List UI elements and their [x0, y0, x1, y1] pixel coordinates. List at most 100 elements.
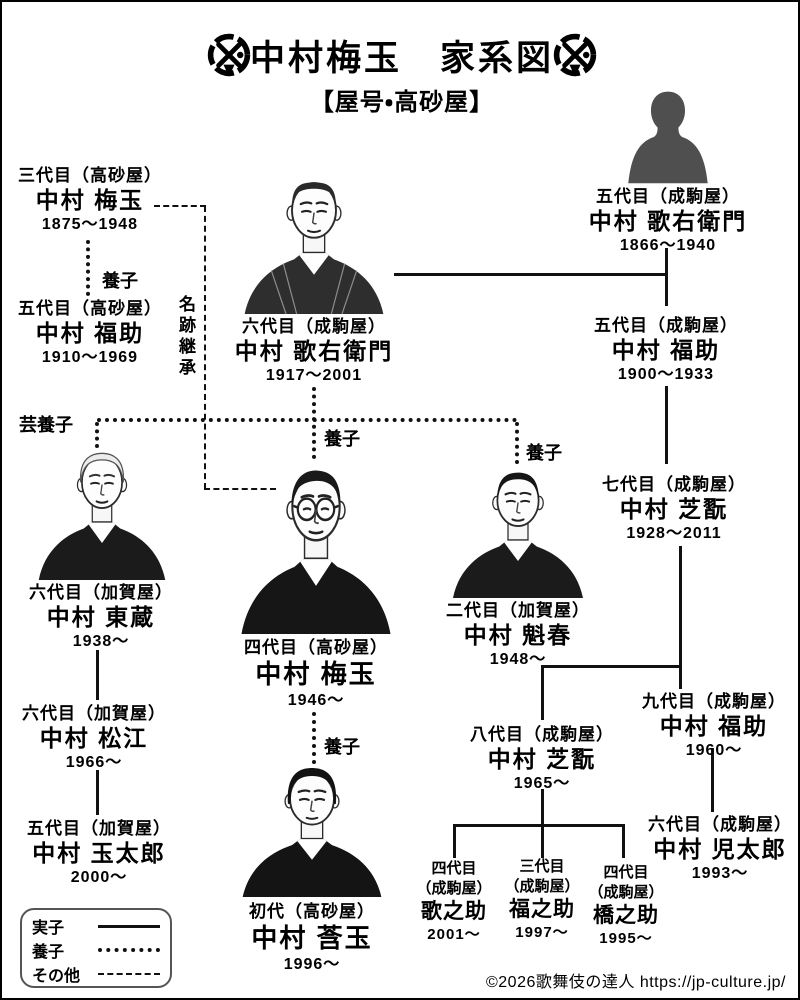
person-tozo6: 六代目（加賀屋） 中村 東蔵 1938〜	[29, 582, 173, 653]
person-name: 中村 東蔵	[46, 604, 156, 631]
person-years: 1997〜	[515, 924, 569, 942]
legend-label: その他	[32, 968, 81, 985]
person-kanosuke4: 四代目 （成駒屋） 歌之助 2001〜	[416, 860, 491, 945]
edge-solid-fukusuke9-to-kotaro6	[711, 748, 714, 812]
person-fukusuke5-takasago: 五代目（高砂屋） 中村 福助 1910〜1969	[18, 298, 162, 369]
person-generation: 三代目	[519, 859, 565, 875]
person-years: 1965〜	[513, 775, 571, 792]
portrait-baigyoku4	[241, 470, 391, 634]
edge-solid-drop-fukunosuke	[541, 826, 544, 858]
person-kotaro6: 六代目（成駒屋） 中村 児太郎 1993〜	[648, 814, 792, 885]
person-name: 福之助	[508, 898, 575, 921]
edge-adopt-to-baigyoku4	[312, 387, 316, 459]
person-generation: 六代目（成駒屋）	[241, 317, 386, 336]
person-years: 1995〜	[599, 930, 653, 948]
person-generation: 八代目（成駒屋）	[470, 725, 614, 744]
edge-solid-shikan7-children-bar	[541, 665, 682, 668]
person-generation: 五代目（高砂屋）	[18, 299, 162, 318]
portrait-kangyoku1	[242, 767, 382, 897]
person-kaishun2: 二代目（加賀屋） 中村 魁春 1948〜	[446, 600, 590, 671]
person-generation: 三代目（高砂屋）	[18, 166, 162, 185]
edge-solid-drop-fukusuke9	[679, 667, 682, 689]
person-years: 1993〜	[691, 865, 749, 882]
takasagoya-crest-icon	[553, 33, 597, 77]
person-utaemon5: 五代目（成駒屋） 中村 歌右衛門 1866〜1940	[589, 186, 747, 257]
person-years: 1948〜	[489, 651, 547, 668]
person-years: 2000〜	[70, 869, 128, 886]
edge-adopt-baigyoku4-to-kangyoku1	[312, 712, 316, 764]
person-name: 中村 歌右衛門	[588, 208, 748, 235]
person-generation: 初代（高砂屋）	[249, 902, 375, 921]
copyright-text: ©2026歌舞伎の達人 https://jp-culture.jp/	[485, 974, 786, 991]
person-generation: 四代目（高砂屋）	[244, 638, 388, 657]
edge-solid-drop-hashinosuke	[622, 826, 625, 858]
edge-succession-vertical	[204, 206, 206, 489]
person-house: （成駒屋）	[416, 880, 492, 897]
legend-row-adopted: 養子	[32, 938, 160, 962]
portrait-utaemon6	[244, 182, 384, 314]
legend-label: 養子	[32, 944, 65, 961]
person-fukunosuke3: 三代目 （成駒屋） 福之助 1997〜	[504, 858, 579, 943]
silhouette-utaemon5	[628, 91, 708, 184]
edge-solid-shikan7-down	[679, 546, 682, 668]
person-name: 中村 梅玉	[35, 187, 145, 214]
label-yoshi: 養子	[324, 429, 360, 449]
person-years: 1910〜1969	[41, 349, 139, 366]
person-generation: 五代目（加賀屋）	[27, 819, 171, 838]
person-name: 中村 歌右衛門	[234, 338, 394, 365]
person-years: 1960〜	[685, 742, 743, 759]
label-yoshi: 養子	[102, 271, 138, 291]
edge-adopt-utaemon6-bar	[97, 418, 517, 422]
person-years: 1938〜	[72, 633, 130, 650]
edge-adopt-baigyoku3-to-fukusuke5	[86, 240, 90, 296]
edge-solid-tozo6-to-matsue6	[96, 650, 99, 700]
edge-succession-top	[154, 205, 206, 207]
person-hashinosuke4: 四代目 （成駒屋） 橋之助 1995〜	[588, 864, 663, 949]
edge-solid-matsue6-to-tamataro5	[96, 770, 99, 815]
person-generation: 四代目	[603, 865, 649, 881]
edge-solid-utaemon5-down	[665, 248, 668, 306]
person-matsue6: 六代目（加賀屋） 中村 松江 1966〜	[22, 703, 166, 774]
person-name: 中村 児太郎	[653, 836, 787, 863]
person-name: 中村 玉太郎	[32, 840, 166, 867]
person-tamataro5: 五代目（加賀屋） 中村 玉太郎 2000〜	[27, 818, 171, 889]
person-name: 中村 福助	[659, 713, 769, 740]
legend-line-dotted	[98, 948, 160, 952]
portrait-kaishun2	[453, 472, 583, 598]
edge-adopt-to-tozo6	[95, 422, 99, 448]
label-meiseki-keisho: 名跡継承	[176, 295, 195, 379]
person-generation: 九代目（成駒屋）	[642, 692, 786, 711]
person-name: 橋之助	[592, 904, 659, 927]
person-name: 中村 魁春	[463, 622, 573, 649]
person-name: 中村 松江	[39, 725, 149, 752]
person-years: 1900〜1933	[617, 366, 715, 383]
person-years: 1928〜2011	[626, 525, 722, 542]
takasagoya-crest-icon	[207, 33, 251, 77]
label-gei-yoshi: 芸養子	[19, 415, 73, 435]
person-baigyoku3: 三代目（高砂屋） 中村 梅玉 1875〜1948	[18, 165, 162, 236]
person-house: （成駒屋）	[588, 884, 664, 901]
label-yoshi: 養子	[526, 443, 562, 463]
label-yoshi: 養子	[324, 737, 360, 757]
legend-box: 実子 養子 その他	[20, 908, 172, 988]
person-fukusuke9: 九代目（成駒屋） 中村 福助 1960〜	[642, 691, 786, 762]
person-name: 中村 福助	[35, 320, 145, 347]
person-fukusuke5-narikoma: 五代目（成駒屋） 中村 福助 1900〜1933	[594, 315, 738, 386]
person-name: 中村 梅玉	[255, 659, 377, 690]
person-generation: 四代目	[431, 861, 477, 877]
legend-row-other: その他	[32, 962, 160, 986]
person-generation: 二代目（加賀屋）	[446, 601, 590, 620]
page-subtitle: 【屋号・高砂屋】	[309, 89, 495, 116]
edge-adopt-to-kaishun2	[515, 422, 519, 464]
edge-solid-utaemon6-sibling-bar	[394, 273, 668, 276]
legend-line-solid	[98, 924, 160, 928]
edge-solid-shikan8-children-bar	[453, 824, 625, 827]
person-years: 1875〜1948	[41, 216, 139, 233]
edge-succession-bottom	[204, 488, 276, 490]
person-generation: 五代目（成駒屋）	[595, 187, 740, 206]
legend-label: 実子	[32, 920, 65, 937]
person-generation: 七代目（成駒屋）	[602, 475, 746, 494]
person-years: 1917〜2001	[265, 367, 363, 384]
edge-solid-drop-kanosuke	[453, 826, 456, 858]
edge-solid-drop-shikan8	[541, 667, 544, 720]
